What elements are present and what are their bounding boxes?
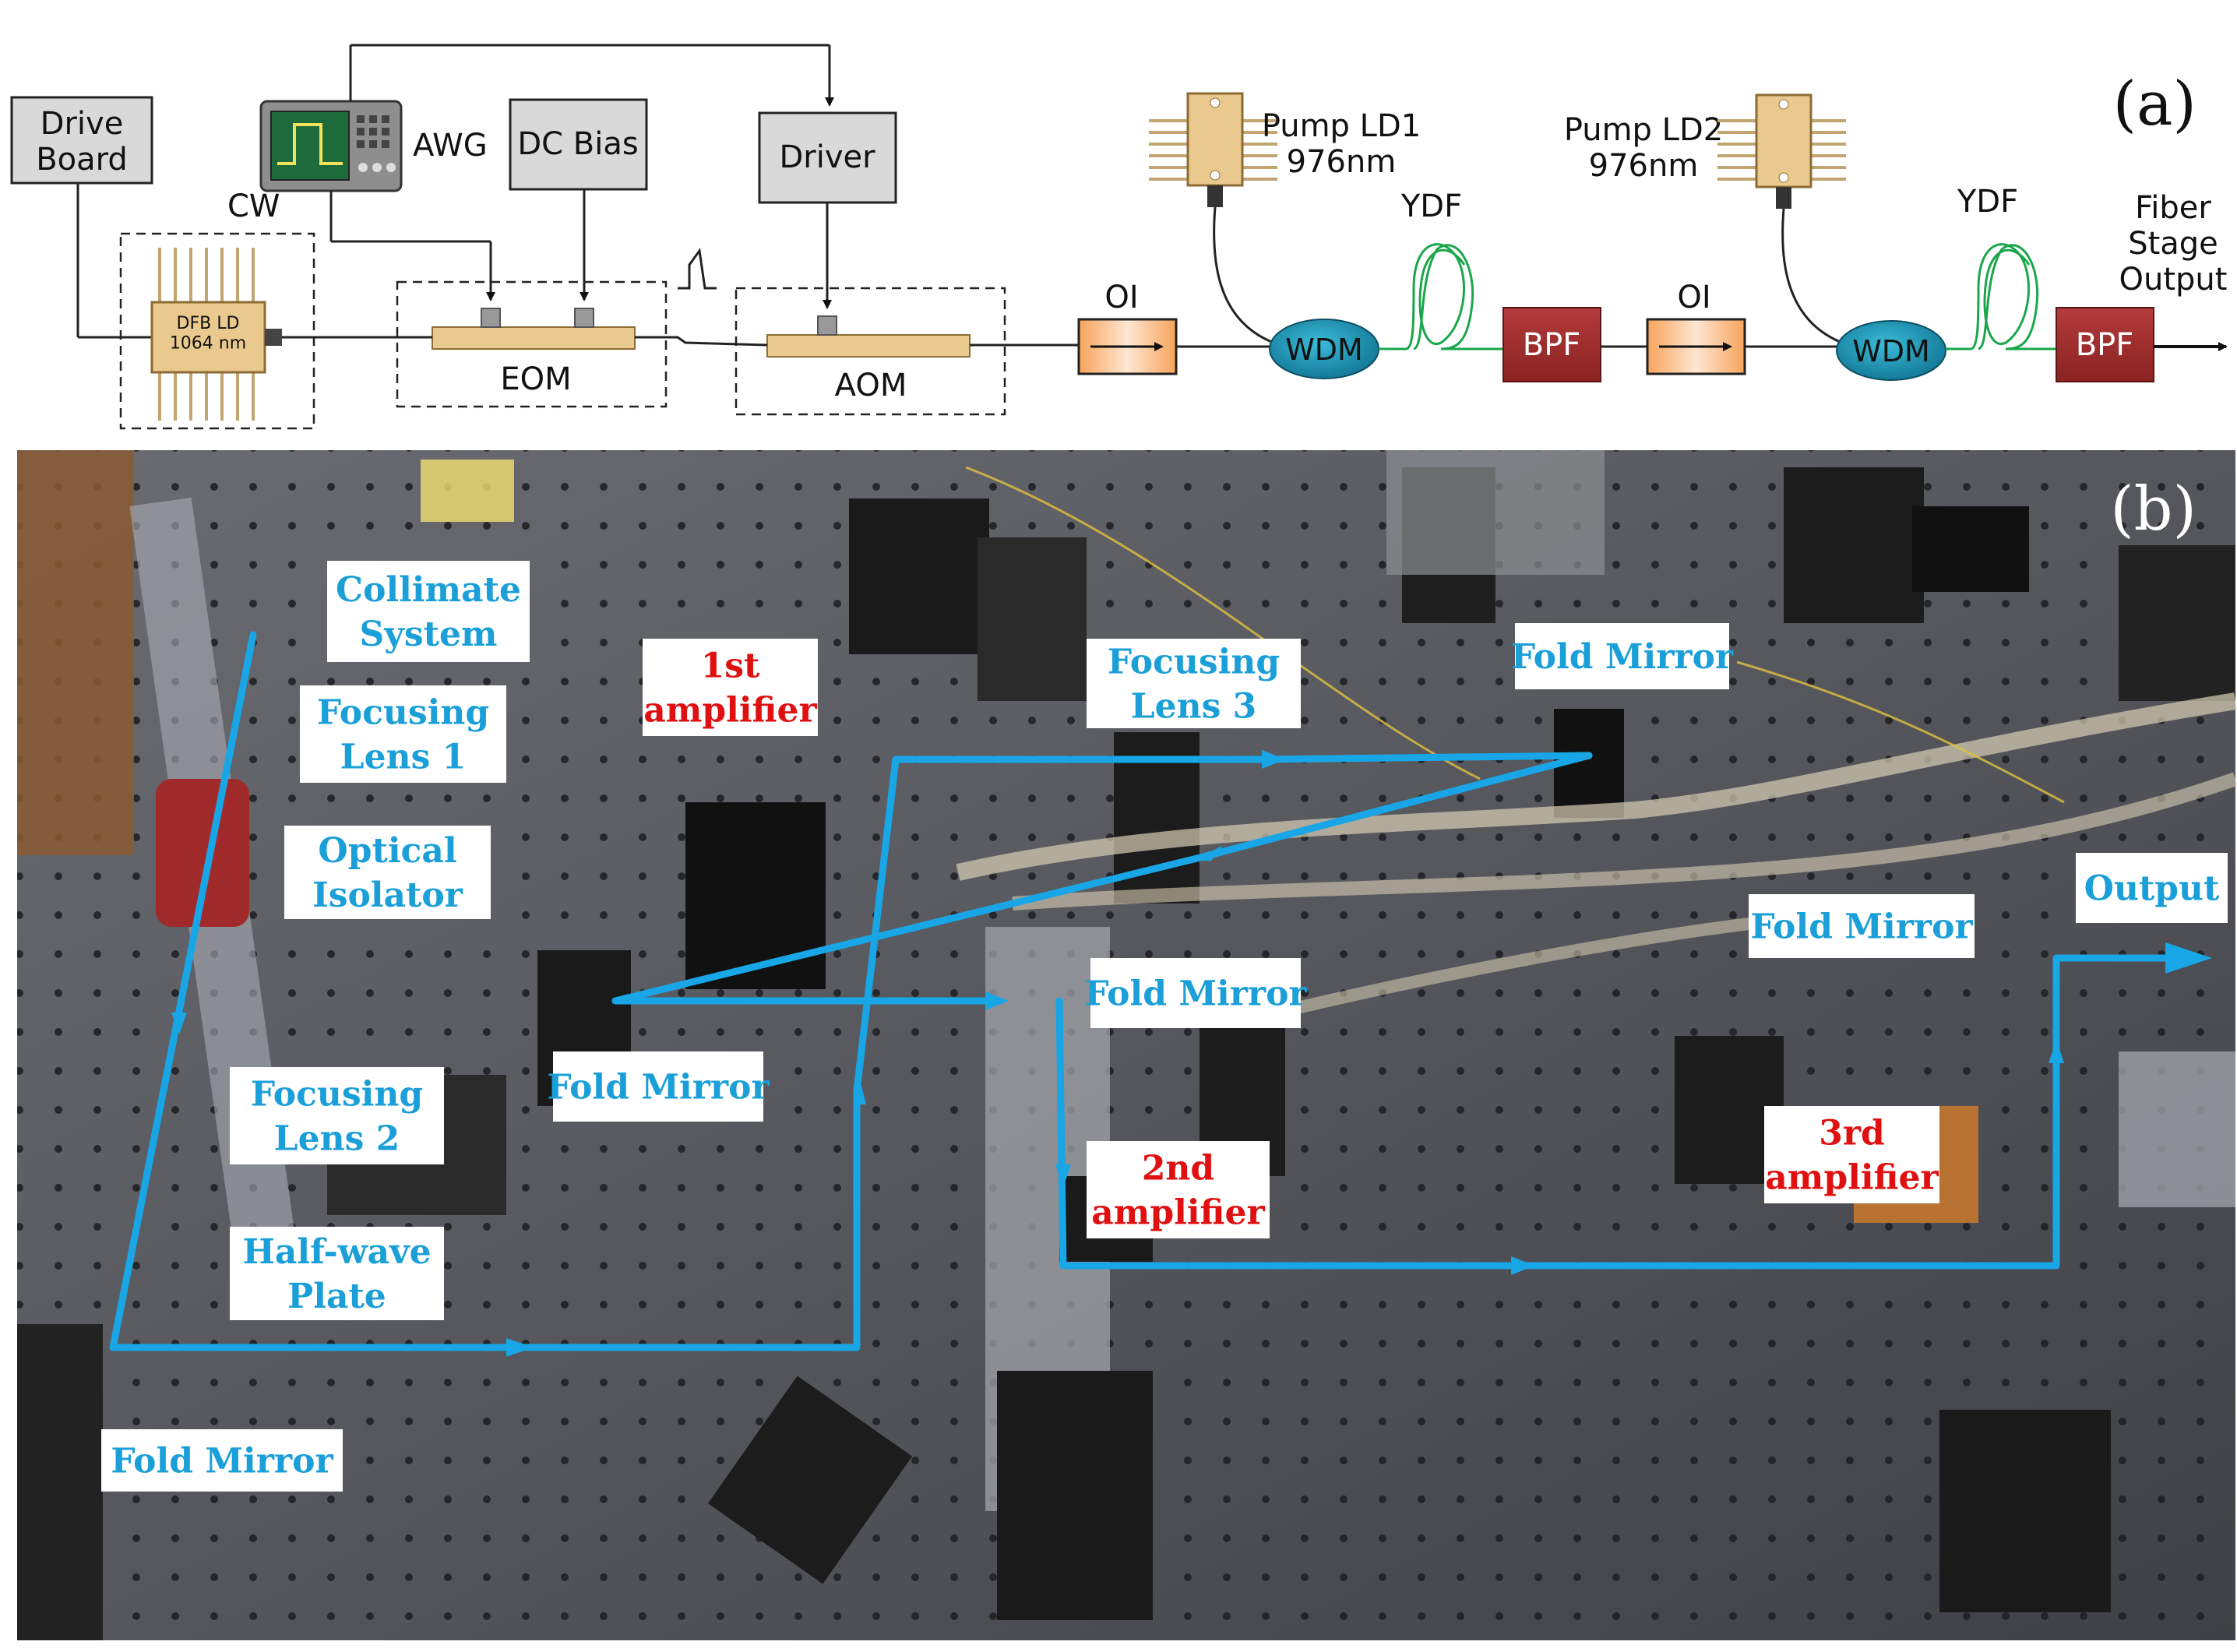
- label-box: [1087, 1141, 1270, 1238]
- ydf-2-coil: [1946, 243, 2056, 350]
- eom-label: EOM: [500, 361, 571, 397]
- label-box: [284, 826, 491, 919]
- label-text: Fold Mirror: [1511, 637, 1734, 677]
- wdm-1: WDM: [1269, 319, 1379, 379]
- pump-ld1-device: [1149, 92, 1277, 207]
- dc-bias-box: DC Bias: [509, 98, 648, 191]
- wdm-2: WDM: [1836, 320, 1946, 381]
- oi-2-box: [1646, 318, 1746, 375]
- label-fold-mirror-bottom-left: Fold Mirror: [101, 1429, 343, 1492]
- label-box: [553, 1051, 763, 1122]
- aom-dashed-box: [735, 287, 1006, 416]
- wdm-1-label: WDM: [1285, 333, 1363, 367]
- cw-label: CW: [227, 188, 280, 224]
- aom-device: [766, 315, 971, 358]
- aom-label: AOM: [835, 368, 907, 403]
- pulse-shape: [678, 248, 717, 290]
- label-output: Output: [2076, 853, 2228, 923]
- label-fold-mirror-middle: Fold Mirror: [1084, 958, 1307, 1028]
- bpf-2-label: BPF: [2076, 327, 2134, 363]
- beam-path: [109, 631, 2169, 1351]
- bpf-1-box: BPF: [1502, 307, 1601, 382]
- bpf-2-box: BPF: [2056, 307, 2154, 382]
- eom-device: [432, 308, 636, 350]
- label-text: Fold Mirror: [111, 1441, 333, 1481]
- label-box: [643, 639, 818, 736]
- driver-label: Driver: [779, 139, 875, 175]
- ydf-1-label: YDF: [1400, 188, 1462, 224]
- beam-arrows: [171, 750, 2212, 1357]
- wdm-2-label: WDM: [1852, 334, 1930, 368]
- awg-device: [259, 100, 403, 192]
- driver-box: Driver: [758, 111, 897, 204]
- label-fold-mirror-right: Fold Mirror: [1749, 894, 1975, 958]
- label-fold-mirror-top: Fold Mirror: [1511, 623, 1734, 689]
- dfb-ld-dashed-box: [119, 232, 315, 430]
- oi-2-label: OI: [1677, 280, 1710, 315]
- panel-b-letter: (b): [2110, 474, 2196, 544]
- label-text: Output: [2084, 868, 2220, 908]
- eom-dashed-box: [396, 280, 668, 408]
- label-box: [1749, 894, 1975, 958]
- bpf-1-label: BPF: [1523, 327, 1581, 363]
- label-box: [230, 1067, 444, 1164]
- awg-label: AWG: [413, 128, 488, 164]
- dc-bias-label: DC Bias: [517, 126, 638, 162]
- ydf-1-coil: [1379, 243, 1503, 350]
- label-box: [101, 1429, 343, 1492]
- label-box: [230, 1227, 444, 1320]
- oi-1-box: [1077, 318, 1178, 375]
- label-box: [1764, 1106, 1939, 1203]
- label-box: [2076, 853, 2228, 923]
- label-text: Fold Mirror: [1084, 974, 1307, 1013]
- label-text: Fold Mirror: [547, 1067, 770, 1107]
- label-box: [1087, 639, 1301, 728]
- label-fold-mirror-center: Fold Mirror: [547, 1051, 770, 1122]
- label-text: Fold Mirror: [1750, 907, 1973, 946]
- oi-1-label: OI: [1104, 280, 1138, 315]
- ydf-2-label: YDF: [1957, 184, 2018, 220]
- label-box: [327, 561, 530, 662]
- label-box: [1090, 958, 1301, 1028]
- label-box: [300, 685, 506, 783]
- label-box: [1515, 623, 1729, 689]
- pump-ld2-device: [1717, 93, 1846, 209]
- panel-a-letter: (a): [2113, 69, 2196, 139]
